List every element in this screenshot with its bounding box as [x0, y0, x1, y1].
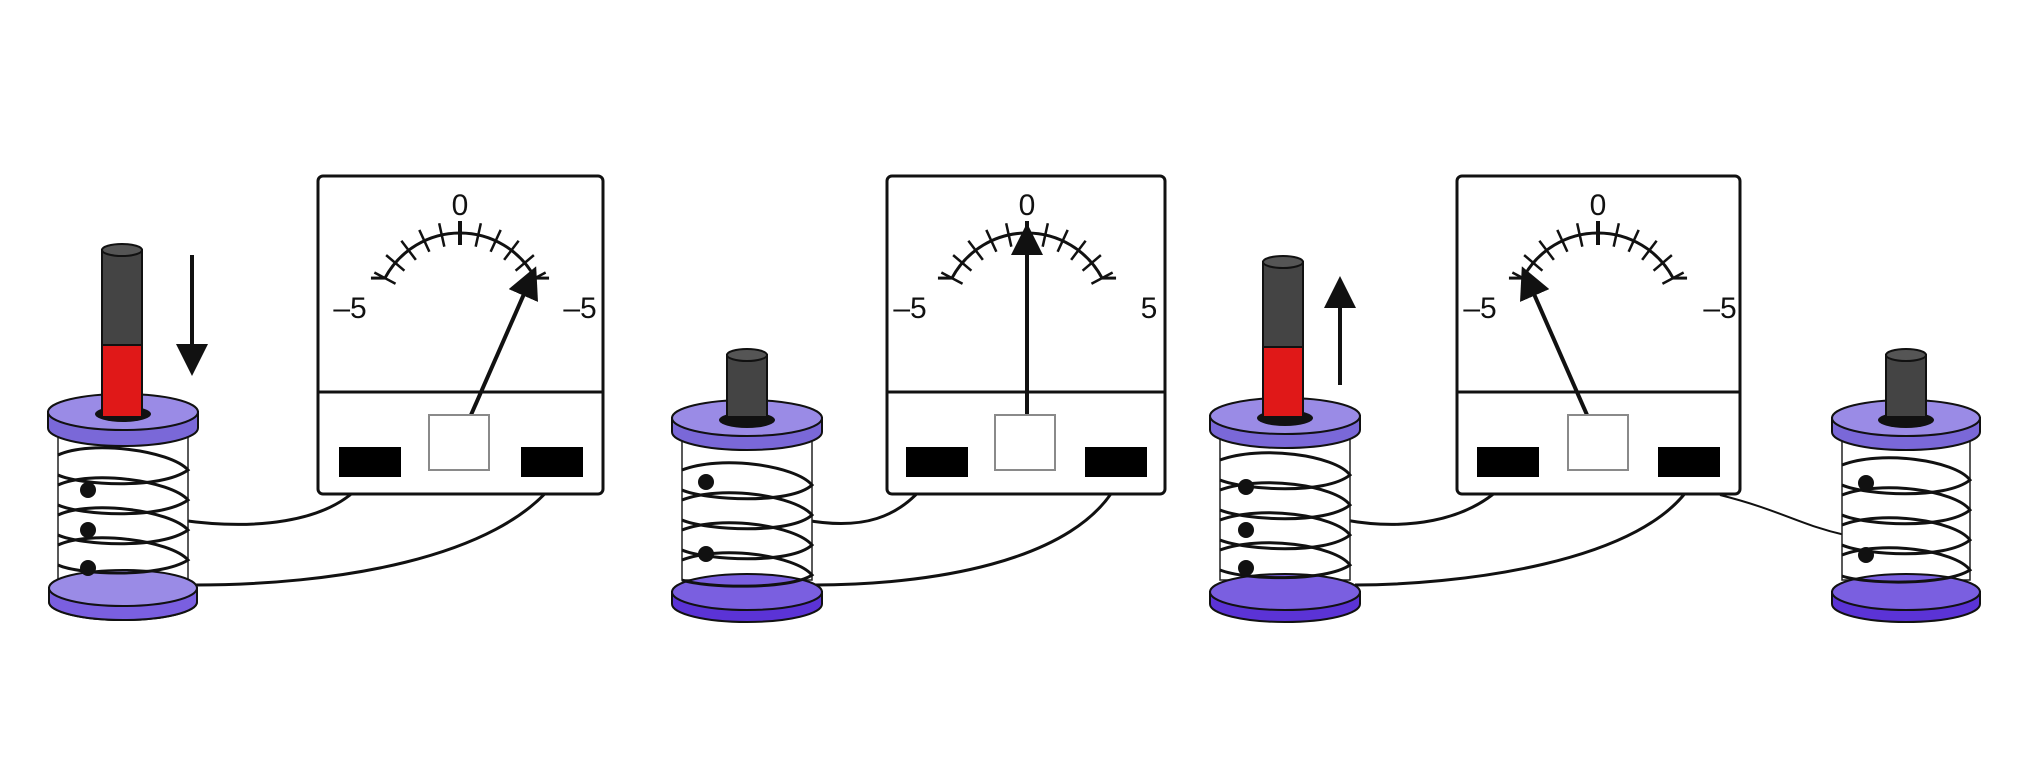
coil-assembly-1 — [47, 243, 208, 621]
terminal-right — [1085, 447, 1147, 477]
scale-tick — [1538, 239, 1555, 261]
coil-assembly-3 — [1209, 255, 1361, 623]
coil-winding — [1219, 451, 1353, 580]
coil-tap-dot — [698, 546, 714, 562]
scale-tick — [1641, 239, 1658, 261]
coil-tap-dot — [1238, 522, 1254, 538]
coil-tap-dot — [698, 474, 714, 490]
coil-bottom-flange-top — [1831, 573, 1981, 611]
scale-tick — [1056, 229, 1069, 253]
zero-label: 0 — [1590, 189, 1607, 222]
scale-tick — [489, 229, 502, 253]
terminal-left — [906, 447, 968, 477]
zero-label: 0 — [1019, 189, 1036, 222]
meter-scale — [370, 221, 550, 285]
scale-tick — [1652, 254, 1673, 272]
scale-tick — [1070, 239, 1087, 261]
bar-magnet-gray-stub — [726, 348, 768, 418]
scale-tick — [385, 254, 406, 272]
meter-scale — [1508, 221, 1688, 285]
needle-hinge-box — [428, 414, 490, 471]
scale-tick — [1612, 222, 1621, 247]
coil-tap-dot — [1238, 560, 1254, 576]
scale-tick — [474, 222, 483, 247]
galvanometer-1: 0 –5 –5 — [316, 174, 605, 496]
galvanometer-2: 0 –5 5 — [885, 174, 1167, 496]
scale-tick — [1004, 222, 1013, 247]
scale-tick — [952, 254, 973, 272]
needle-hinge-box — [1567, 414, 1629, 471]
scale-tick — [503, 239, 520, 261]
wire-coil3-to-meter3-right — [1354, 477, 1697, 587]
meter-needle — [458, 266, 538, 441]
scale-tick — [1041, 222, 1050, 247]
coil-bottom-flange-top — [48, 569, 198, 607]
bar-magnet-gray-stub — [1885, 348, 1927, 418]
wire-meter3-to-coil4 — [1719, 494, 1846, 536]
coil-assembly-4 — [1831, 348, 1981, 623]
needle-hinge-box — [994, 414, 1056, 471]
coil-tap-dot — [1858, 547, 1874, 563]
terminal-right — [1658, 447, 1720, 477]
scale-tick — [400, 239, 417, 261]
scale-tick — [985, 229, 998, 253]
scale-tick — [1081, 254, 1102, 272]
scale-tick — [1575, 222, 1584, 247]
right-label: –5 — [563, 292, 596, 325]
coil-winding — [1841, 456, 1973, 584]
coil-tap-dot — [80, 482, 96, 498]
right-label: 5 — [1141, 292, 1158, 325]
coil-tap-dot — [80, 522, 96, 538]
wire-coil1-to-meter1-right — [194, 477, 560, 587]
left-label: –5 — [1463, 292, 1496, 325]
left-label: –5 — [333, 292, 366, 325]
terminal-left — [339, 447, 401, 477]
terminal-right — [521, 447, 583, 477]
coil-bottom-flange-top — [1209, 573, 1361, 611]
coil-winding — [681, 461, 815, 588]
scale-tick — [437, 222, 446, 247]
coil-assembly-2 — [671, 348, 823, 623]
galvanometer-3: 0 –5 –5 — [1455, 174, 1742, 496]
scale-tick — [418, 229, 431, 253]
zero-label: 0 — [452, 189, 469, 222]
coil-tap-dot — [1858, 475, 1874, 491]
right-label: –5 — [1703, 292, 1736, 325]
meter-needle — [1520, 266, 1600, 441]
wire-coil2-to-meter2-right — [814, 477, 1122, 587]
terminal-left — [1477, 447, 1539, 477]
meter-case — [1455, 174, 1742, 496]
scale-tick — [1556, 229, 1569, 253]
bar-magnet-red-tipped — [101, 243, 143, 418]
bar-magnet-red-tipped — [1262, 255, 1304, 418]
scale-tick — [1627, 229, 1640, 253]
coil-tap-dot — [80, 560, 96, 576]
left-label: –5 — [893, 292, 926, 325]
scale-tick — [967, 239, 984, 261]
coil-tap-dot — [1238, 479, 1254, 495]
wires — [179, 477, 1846, 587]
coil-core — [1219, 424, 1351, 581]
